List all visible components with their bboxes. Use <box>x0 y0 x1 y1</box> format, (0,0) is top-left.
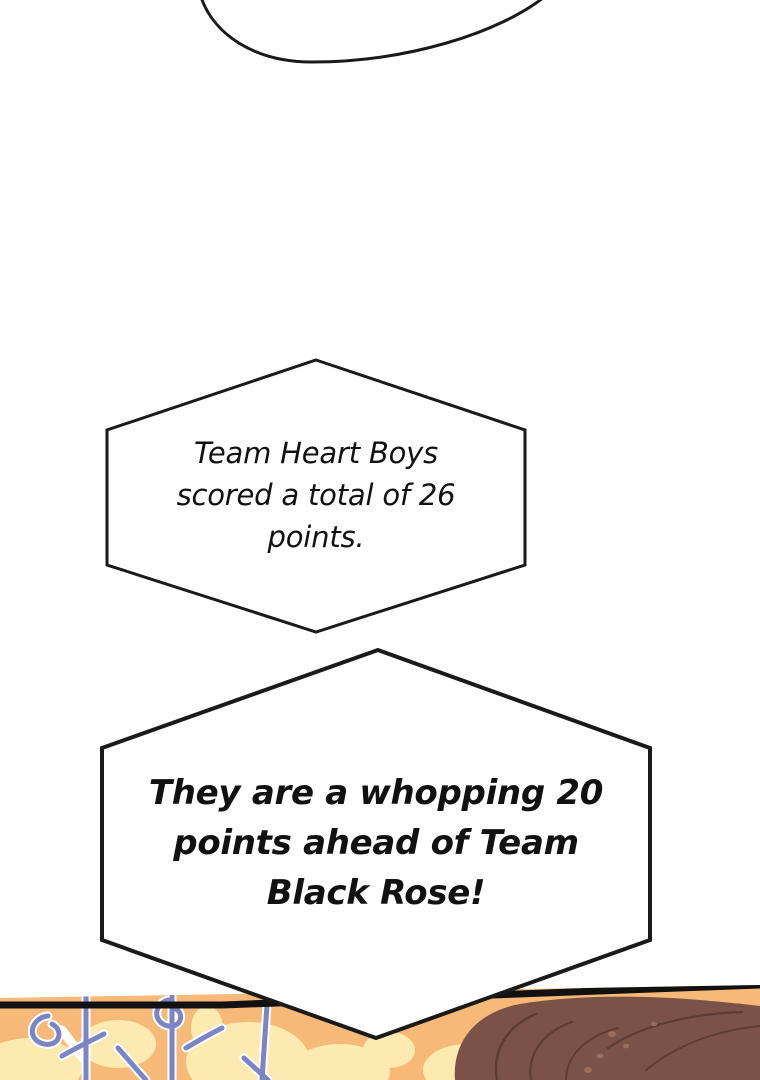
hair-strand <box>645 1025 760 1071</box>
cream-blob <box>0 1038 82 1080</box>
hair-highlight <box>596 1053 604 1059</box>
hair-highlight <box>584 1067 592 1073</box>
cream-blob <box>290 1044 390 1080</box>
hair-strand <box>529 1020 574 1080</box>
hair-highlight <box>608 1031 616 1037</box>
hair-highlight <box>623 1043 629 1049</box>
hair-mass <box>454 996 760 1080</box>
bubble-two-shape <box>100 647 652 1041</box>
hair-strand <box>606 1010 744 1050</box>
hair-strand <box>565 1027 619 1080</box>
cream-blob <box>363 1032 415 1068</box>
bubble-one-shape <box>105 358 527 634</box>
hair-strand <box>494 1012 538 1080</box>
arc-stroke <box>200 0 543 64</box>
hair-highlight <box>651 1021 657 1027</box>
